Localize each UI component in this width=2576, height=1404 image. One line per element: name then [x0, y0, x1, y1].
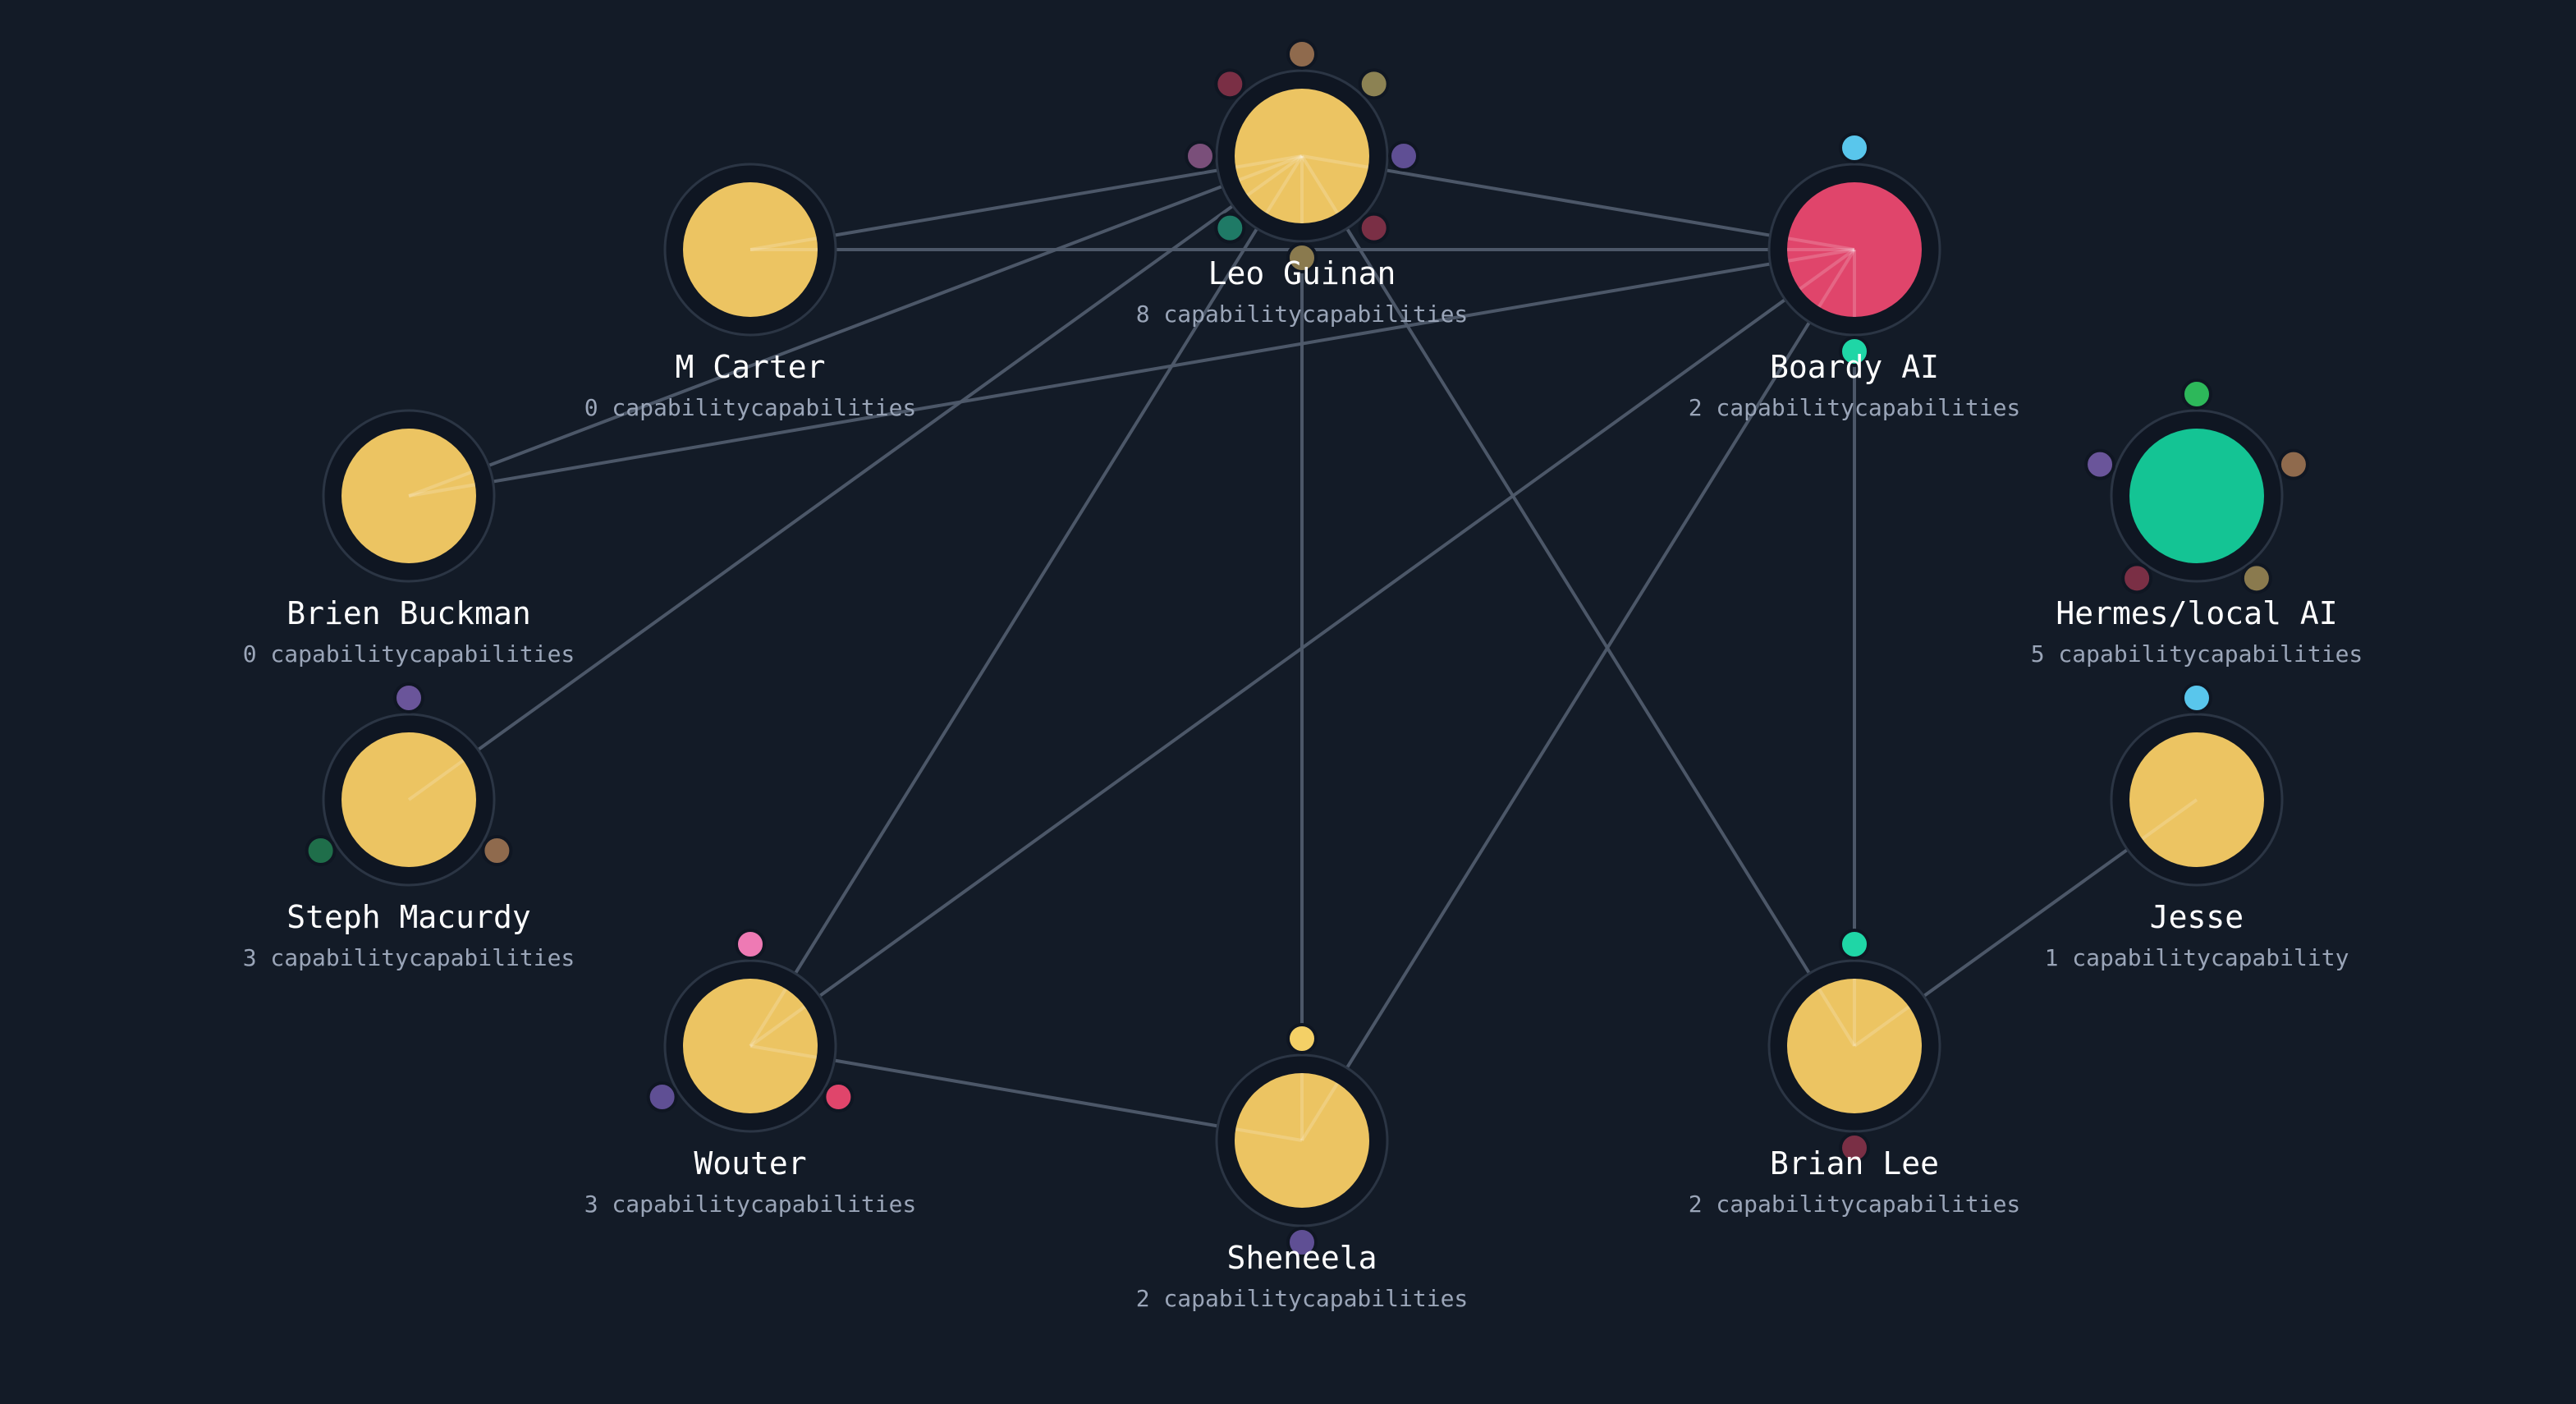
edge-brianlee-leo	[1300, 154, 1856, 1048]
node-edge-stub	[1799, 248, 1856, 291]
node-leo[interactable]: Leo Guinan 8 capabilitycapabilities	[1136, 39, 1469, 328]
capability-dot[interactable]	[2181, 682, 2212, 713]
capability-dot[interactable]	[823, 1081, 855, 1113]
node-circle[interactable]	[2129, 429, 2264, 563]
node-edge-stub	[749, 236, 818, 251]
capability-dot[interactable]	[1388, 140, 1419, 172]
node-edge-stub	[1238, 154, 1303, 182]
capability-dot[interactable]	[2181, 379, 2212, 410]
edge-mcarter-leo	[749, 154, 1303, 251]
node-jesse[interactable]: Jesse 1 capabilitycapability	[2045, 682, 2349, 971]
node-name-label: Brian Lee	[1770, 1145, 1939, 1181]
node-edge-stub	[1787, 248, 1855, 263]
node-name-label: Wouter	[694, 1145, 806, 1181]
edge-sheneela-boardy	[1300, 248, 1856, 1142]
node-capabilities-label: 0 capabilitycapabilities	[584, 394, 917, 421]
edge-brien-boardy	[408, 248, 1855, 498]
edge-wouter-leo	[749, 154, 1304, 1048]
node-edge-stub	[2141, 798, 2198, 841]
node-name-label: Brien Buckman	[286, 595, 530, 631]
capability-dot[interactable]	[2084, 448, 2116, 480]
node-circle[interactable]	[1787, 182, 1922, 317]
node-edge-stub	[1301, 154, 1369, 169]
node-wouter[interactable]: Wouter 3 capabilitycapabilities	[584, 929, 917, 1218]
node-capabilities-label: 2 capabilitycapabilities	[1689, 1191, 2021, 1218]
capability-dot[interactable]	[1214, 68, 1246, 100]
capability-dot[interactable]	[393, 682, 424, 713]
capability-dot[interactable]	[1286, 242, 1318, 273]
node-capabilities-label: 5 capabilitycapabilities	[2031, 640, 2363, 668]
node-circle[interactable]	[1235, 1073, 1369, 1208]
capability-dot[interactable]	[2277, 448, 2309, 480]
node-capabilities-label: 0 capabilitycapabilities	[243, 640, 575, 668]
node-edge-stub	[1300, 154, 1339, 214]
node-circle[interactable]	[1235, 89, 1369, 223]
node-circle[interactable]	[2129, 732, 2264, 867]
node-capabilities-label: 3 capabilitycapabilities	[584, 1191, 917, 1218]
node-capabilities-label: 8 capabilitycapabilities	[1136, 301, 1469, 328]
node-circle[interactable]	[683, 979, 818, 1113]
node-edge-stub	[408, 470, 473, 498]
node-edge-stub	[1853, 1005, 1910, 1048]
node-name-label: Sheneela	[1226, 1240, 1377, 1276]
capability-dot[interactable]	[2121, 562, 2153, 594]
capability-dot[interactable]	[1839, 929, 1870, 960]
node-edge-stub	[749, 1005, 806, 1048]
node-circle[interactable]	[341, 732, 476, 867]
node-name-label: Boardy AI	[1770, 349, 1939, 385]
node-name-label: Leo Guinan	[1208, 255, 1396, 291]
edge-wouter-sheneela	[749, 1044, 1303, 1142]
nodes-layer: Leo Guinan 8 capabilitycapabilities M Cart…	[243, 39, 2363, 1312]
capability-dot[interactable]	[1185, 140, 1216, 172]
capability-dot[interactable]	[1839, 1132, 1870, 1163]
edge-leo-boardy	[1301, 154, 1855, 251]
node-edge-stub	[1300, 1082, 1339, 1142]
node-mcarter[interactable]: M Carter 0 capabilitycapabilities	[584, 163, 917, 421]
node-name-label: Hermes/local AI	[2056, 595, 2337, 631]
node-name-label: Jesse	[2150, 899, 2244, 935]
node-circle[interactable]	[1787, 979, 1922, 1113]
node-circle[interactable]	[341, 429, 476, 563]
capability-dot[interactable]	[1286, 1227, 1318, 1258]
capability-dot[interactable]	[1358, 212, 1390, 244]
capability-dot[interactable]	[1214, 212, 1246, 244]
capability-dot[interactable]	[1839, 336, 1870, 367]
node-brianlee[interactable]: Brian Lee 2 capabilitycapabilities	[1689, 929, 2021, 1218]
node-circle[interactable]	[683, 182, 818, 317]
node-edge-stub	[407, 759, 465, 801]
node-edge-stub	[1246, 154, 1304, 197]
edge-steph-leo	[407, 154, 1304, 801]
node-capabilities-label: 2 capabilitycapabilities	[1136, 1285, 1469, 1312]
node-hermes[interactable]: Hermes/local AI 5 capabilitycapabilities	[2031, 379, 2363, 668]
capability-dot[interactable]	[735, 929, 766, 960]
node-capabilities-label: 3 capabilitycapabilities	[243, 944, 575, 971]
node-edge-stub	[1235, 154, 1303, 169]
node-edge-stub	[1817, 988, 1856, 1048]
capability-dot[interactable]	[305, 835, 337, 866]
edge-brien-leo	[408, 154, 1303, 498]
capability-dot[interactable]	[646, 1081, 678, 1113]
capability-dot[interactable]	[1286, 39, 1318, 70]
node-edge-stub	[1817, 248, 1856, 308]
node-edge-stub	[749, 1044, 818, 1059]
node-boardy[interactable]: Boardy AI 2 capabilitycapabilities	[1689, 132, 2021, 421]
node-steph[interactable]: Steph Macurdy 3 capabilitycapabilities	[243, 682, 575, 971]
node-sheneela[interactable]: Sheneela 2 capabilitycapabilities	[1136, 1023, 1469, 1312]
node-name-label: M Carter	[675, 349, 825, 385]
node-edge-stub	[1265, 154, 1304, 214]
capability-dot[interactable]	[1839, 132, 1870, 163]
capability-dot[interactable]	[481, 835, 513, 866]
node-capabilities-label: 1 capabilitycapability	[2045, 944, 2349, 971]
capability-dot[interactable]	[2240, 562, 2272, 594]
capability-dot[interactable]	[1286, 1023, 1318, 1054]
node-edge-stub	[749, 988, 787, 1048]
node-edge-stub	[1235, 1127, 1303, 1142]
node-name-label: Steph Macurdy	[286, 899, 530, 935]
node-edge-stub	[408, 483, 476, 498]
node-edge-stub	[1787, 236, 1855, 251]
node-brien[interactable]: Brien Buckman 0 capabilitycapabilities	[243, 409, 575, 668]
capability-dot[interactable]	[1358, 68, 1390, 100]
node-capabilities-label: 2 capabilitycapabilities	[1689, 394, 2021, 421]
